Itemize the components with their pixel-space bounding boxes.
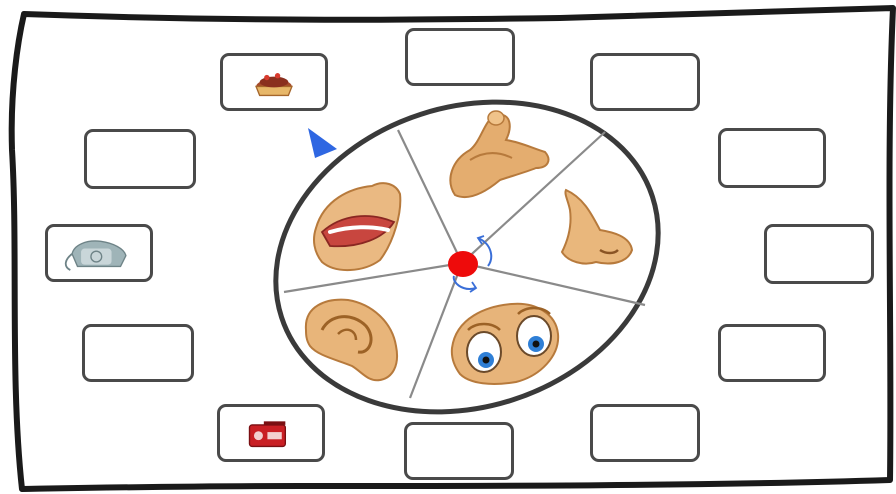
answer-card[interactable] bbox=[590, 404, 700, 462]
picture-card-cake[interactable] bbox=[220, 53, 328, 111]
cake-icon bbox=[223, 56, 325, 108]
picture-card-radio[interactable] bbox=[217, 404, 325, 462]
radio-icon bbox=[220, 407, 322, 459]
answer-card[interactable] bbox=[590, 53, 700, 111]
answer-card[interactable] bbox=[82, 324, 194, 382]
answer-card[interactable] bbox=[405, 28, 515, 86]
answer-card[interactable] bbox=[718, 324, 826, 382]
answer-card[interactable] bbox=[764, 224, 874, 284]
pointer-arrow-icon bbox=[308, 128, 337, 158]
answer-card[interactable] bbox=[718, 128, 826, 188]
answer-card[interactable] bbox=[84, 129, 196, 189]
answer-card[interactable] bbox=[404, 422, 514, 480]
picture-card-telephone[interactable] bbox=[45, 224, 153, 282]
telephone-icon bbox=[48, 227, 150, 279]
spinner-hub[interactable] bbox=[448, 251, 478, 277]
